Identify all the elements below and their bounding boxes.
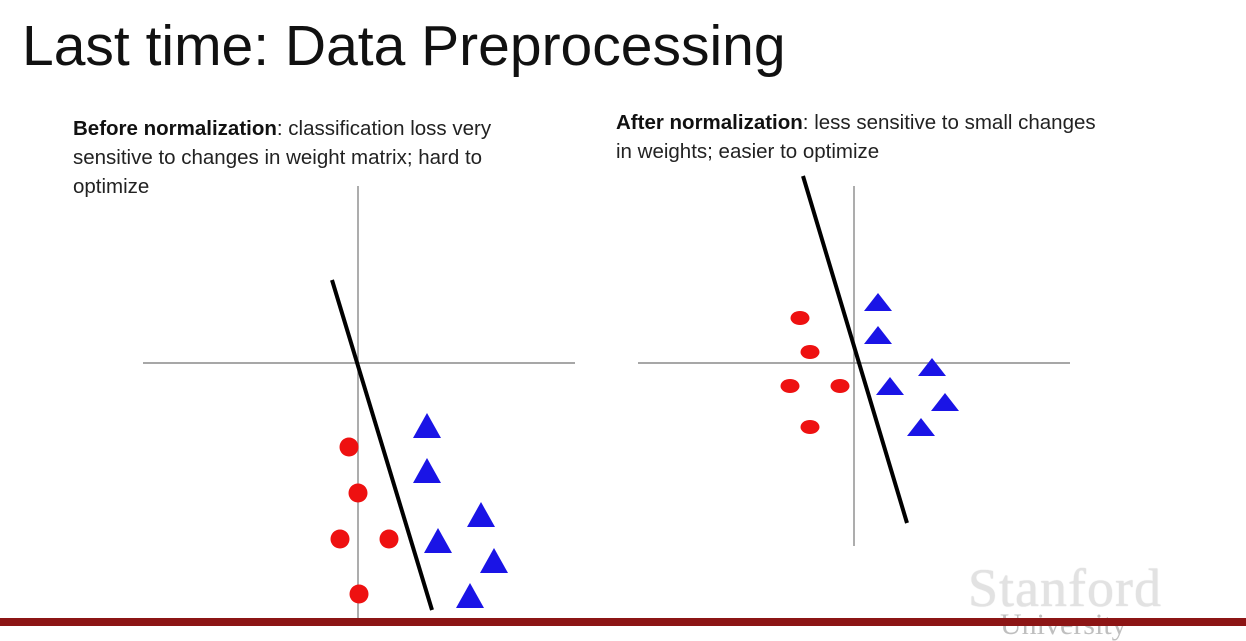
red-circle-icon (330, 529, 350, 549)
caption-before-text: : classification loss very sensitive to … (73, 117, 492, 198)
caption-after-normalization: After normalization: less sensitive to s… (616, 108, 1116, 166)
before-class-b-points (413, 413, 508, 608)
blue-triangle-icon (931, 393, 959, 411)
blue-triangle-icon (480, 548, 508, 573)
caption-after-heading: After normalization (616, 111, 803, 134)
blue-triangle-icon (424, 528, 452, 553)
after-class-b-points (864, 293, 959, 436)
stanford-logo: Stanford (968, 558, 1162, 618)
red-circle-icon (780, 379, 800, 393)
before-class-a-points (330, 437, 399, 604)
caption-before-normalization: Before normalization: classification los… (73, 114, 543, 201)
blue-triangle-icon (456, 583, 484, 608)
slide-title: Last time: Data Preprocessing (22, 14, 786, 78)
blue-triangle-icon (864, 326, 892, 344)
before-panel (143, 186, 575, 618)
red-circle-icon (830, 379, 850, 393)
blue-triangle-icon (467, 502, 495, 527)
blue-triangle-icon (907, 418, 935, 436)
after-panel (638, 175, 1070, 546)
red-circle-icon (348, 483, 368, 503)
normalization-diagram (143, 175, 1070, 618)
blue-triangle-icon (413, 458, 441, 483)
footer-accent-bar (0, 618, 1246, 626)
blue-triangle-icon (876, 377, 904, 395)
before-decision-boundary (330, 279, 434, 611)
blue-triangle-icon (864, 293, 892, 311)
caption-after-text: : less sensitive to small changes in wei… (616, 111, 1096, 163)
after-decision-boundary (801, 175, 909, 524)
red-circle-icon (379, 529, 399, 549)
red-circle-icon (339, 437, 359, 457)
blue-triangle-icon (413, 413, 441, 438)
after-class-a-points (780, 311, 850, 434)
red-circle-icon (349, 584, 369, 604)
red-circle-icon (800, 345, 820, 359)
red-circle-icon (790, 311, 810, 325)
caption-before-heading: Before normalization (73, 117, 277, 140)
blue-triangle-icon (918, 358, 946, 376)
red-circle-icon (800, 420, 820, 434)
